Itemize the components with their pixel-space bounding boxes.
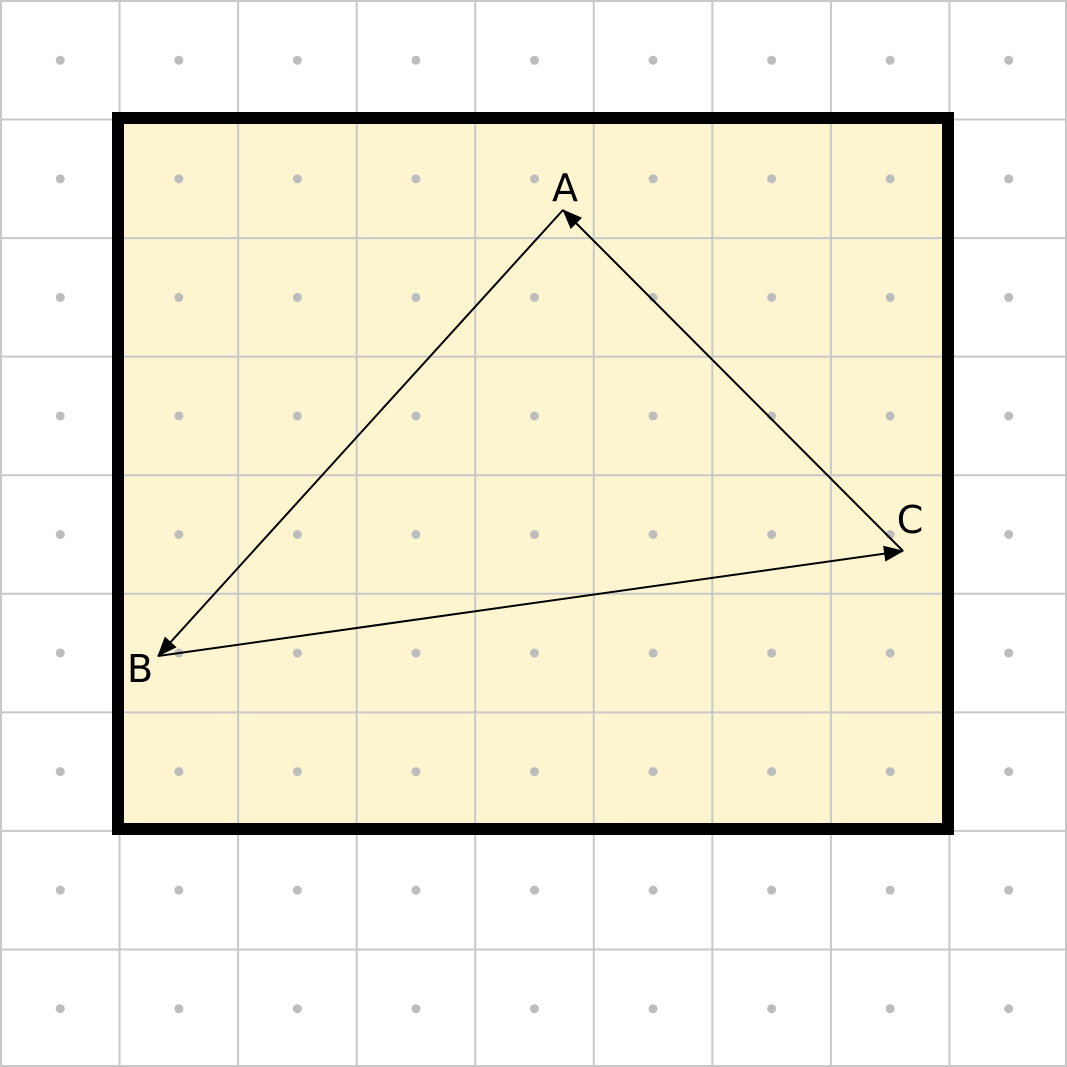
grid-dot [174, 530, 184, 539]
grid-dot [411, 55, 421, 65]
grid-dot [1004, 174, 1014, 184]
grid-dot [411, 174, 421, 184]
grid-dot [767, 1004, 777, 1014]
grid-dot [55, 530, 65, 539]
grid-dot [411, 885, 421, 895]
grid-dot [1004, 411, 1014, 421]
grid-dot [648, 174, 658, 184]
point-label-c: C [897, 498, 924, 542]
grid-dot [885, 411, 895, 421]
grid-dot [292, 530, 302, 539]
grid-dot [55, 411, 65, 421]
grid-dot [1004, 767, 1014, 777]
grid-dot [174, 55, 184, 65]
grid-dot [885, 885, 895, 895]
grid-dot [767, 55, 777, 65]
grid-dot [174, 1004, 184, 1014]
grid-dot [530, 55, 539, 65]
grid-dot [767, 767, 777, 777]
grid-dot [648, 55, 658, 65]
grid-dot [648, 292, 658, 302]
arrow-a-to-b [157, 209, 564, 657]
grid-dot [174, 885, 184, 895]
point-label-a: A [552, 166, 578, 210]
grid-dot [411, 1004, 421, 1014]
grid-dot [885, 1004, 895, 1014]
grid-dot [648, 411, 658, 421]
grid-dot [292, 885, 302, 895]
grid-dot [767, 885, 777, 895]
grid-dot [648, 648, 658, 658]
grid-dot [1004, 648, 1014, 658]
grid-dot [530, 648, 539, 658]
grid-dot [55, 1004, 65, 1014]
grid-dot [648, 530, 658, 539]
grid-dot [174, 292, 184, 302]
grid-dot [411, 411, 421, 421]
grid-dot [530, 885, 539, 895]
grid-dot [1004, 55, 1014, 65]
grid-dot [1004, 530, 1014, 539]
grid-dot [292, 1004, 302, 1014]
grid-dot [767, 648, 777, 658]
grid-dot [648, 1004, 658, 1014]
grid-dot [174, 767, 184, 777]
grid-dot [530, 411, 539, 421]
grid-dot [1004, 885, 1014, 895]
grid-dot [530, 767, 539, 777]
region-border [112, 112, 954, 835]
grid-dot [767, 174, 777, 184]
grid-dot [292, 55, 302, 65]
grid-dot [55, 885, 65, 895]
grid-dot [292, 648, 302, 658]
grid-dot [55, 55, 65, 65]
grid-dot [885, 174, 895, 184]
grid-dot [1004, 1004, 1014, 1014]
grid-dot [648, 885, 658, 895]
grid-dot [292, 767, 302, 777]
grid-dot [55, 292, 65, 302]
grid-dot [530, 1004, 539, 1014]
grid-dot [885, 55, 895, 65]
grid-dot [648, 767, 658, 777]
grid-dot [174, 411, 184, 421]
grid-dot [292, 174, 302, 184]
grid-dot [530, 530, 539, 539]
grid-dot [767, 292, 777, 302]
grid-dot [885, 767, 895, 777]
grid-dot [767, 530, 777, 539]
grid-dot [530, 174, 539, 184]
arrow-b-to-c [157, 545, 904, 657]
grid-dot [885, 292, 895, 302]
grid-dot [411, 292, 421, 302]
grid-dot [1004, 292, 1014, 302]
grid-dot [292, 411, 302, 421]
grid-dot [55, 648, 65, 658]
point-label-b: B [127, 647, 153, 691]
grid-dot [530, 292, 539, 302]
grid-dot [174, 174, 184, 184]
grid-dot [55, 174, 65, 184]
grid-dot [55, 767, 65, 777]
grid-dot [411, 648, 421, 658]
grid-dot [411, 767, 421, 777]
grid-dot [292, 292, 302, 302]
grid-dot [885, 648, 895, 658]
arrow-c-to-a [562, 209, 904, 552]
grid-dot [411, 530, 421, 539]
shaded-region [118, 118, 948, 829]
